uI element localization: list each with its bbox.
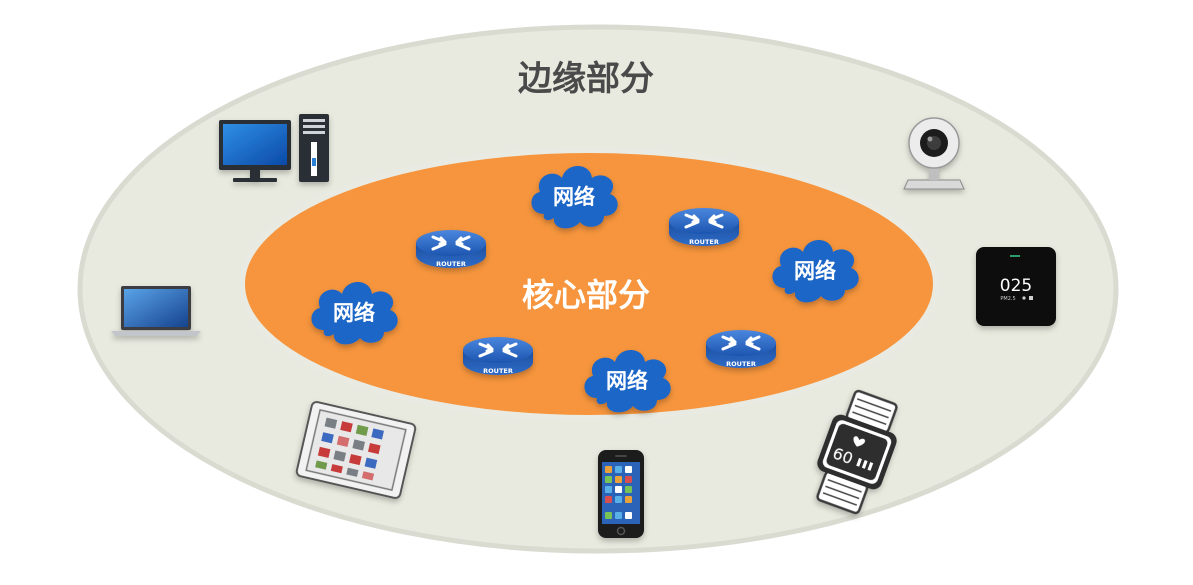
tablet-icon <box>295 401 417 499</box>
router-label: ROUTER <box>436 260 466 268</box>
router-icon: ROUTER <box>706 330 776 368</box>
desktop-computer-icon <box>219 114 329 182</box>
smartwatch-icon: 60 <box>816 389 898 515</box>
device-reading: 025 <box>1000 276 1032 296</box>
router-icon: ROUTER <box>416 230 486 268</box>
network-cloud: 网络 <box>311 282 398 345</box>
edge-title: 边缘部分 <box>518 59 654 99</box>
core-title: 核心部分 <box>522 276 650 314</box>
device-subtext: PM2.5 <box>1000 296 1015 302</box>
network-cloud: 网络 <box>531 166 618 229</box>
smartphone-icon <box>598 450 644 538</box>
cloud-label: 网络 <box>794 259 836 283</box>
network-cloud: 网络 <box>584 350 671 413</box>
router-label: ROUTER <box>726 360 756 368</box>
router-icon: ROUTER <box>463 337 533 375</box>
network-cloud: 网络 <box>772 240 859 303</box>
cloud-label: 网络 <box>333 301 375 325</box>
cloud-label: 网络 <box>553 185 595 209</box>
webcam-icon <box>903 117 965 190</box>
cloud-label: 网络 <box>606 369 648 393</box>
router-label: ROUTER <box>689 238 719 246</box>
laptop-icon <box>111 286 201 336</box>
air-monitor-device-icon: 025 PM2.5 <box>976 247 1056 326</box>
router-icon: ROUTER <box>669 208 739 246</box>
router-label: ROUTER <box>483 367 513 375</box>
